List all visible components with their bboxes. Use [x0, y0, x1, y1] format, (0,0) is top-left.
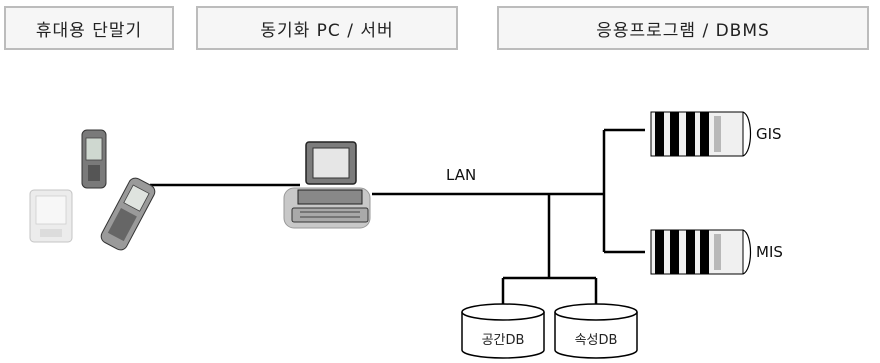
- lan-label: LAN: [446, 166, 476, 184]
- mis-label: MIS: [756, 243, 783, 261]
- database-cylinder-icon: [462, 304, 544, 358]
- database-cylinder-icon: [555, 304, 637, 358]
- server-rack-icon: [651, 112, 751, 156]
- server-rack-icon: [651, 230, 751, 274]
- spatial-db-label: 공간DB: [482, 333, 525, 348]
- network-lines: [150, 130, 645, 305]
- gis-label: GIS: [756, 125, 782, 143]
- attribute-db-label: 속성DB: [575, 333, 618, 348]
- mobile-phone-icon: [82, 130, 106, 188]
- pda-icon: [30, 190, 72, 242]
- handheld-terminal-icon: [99, 176, 158, 253]
